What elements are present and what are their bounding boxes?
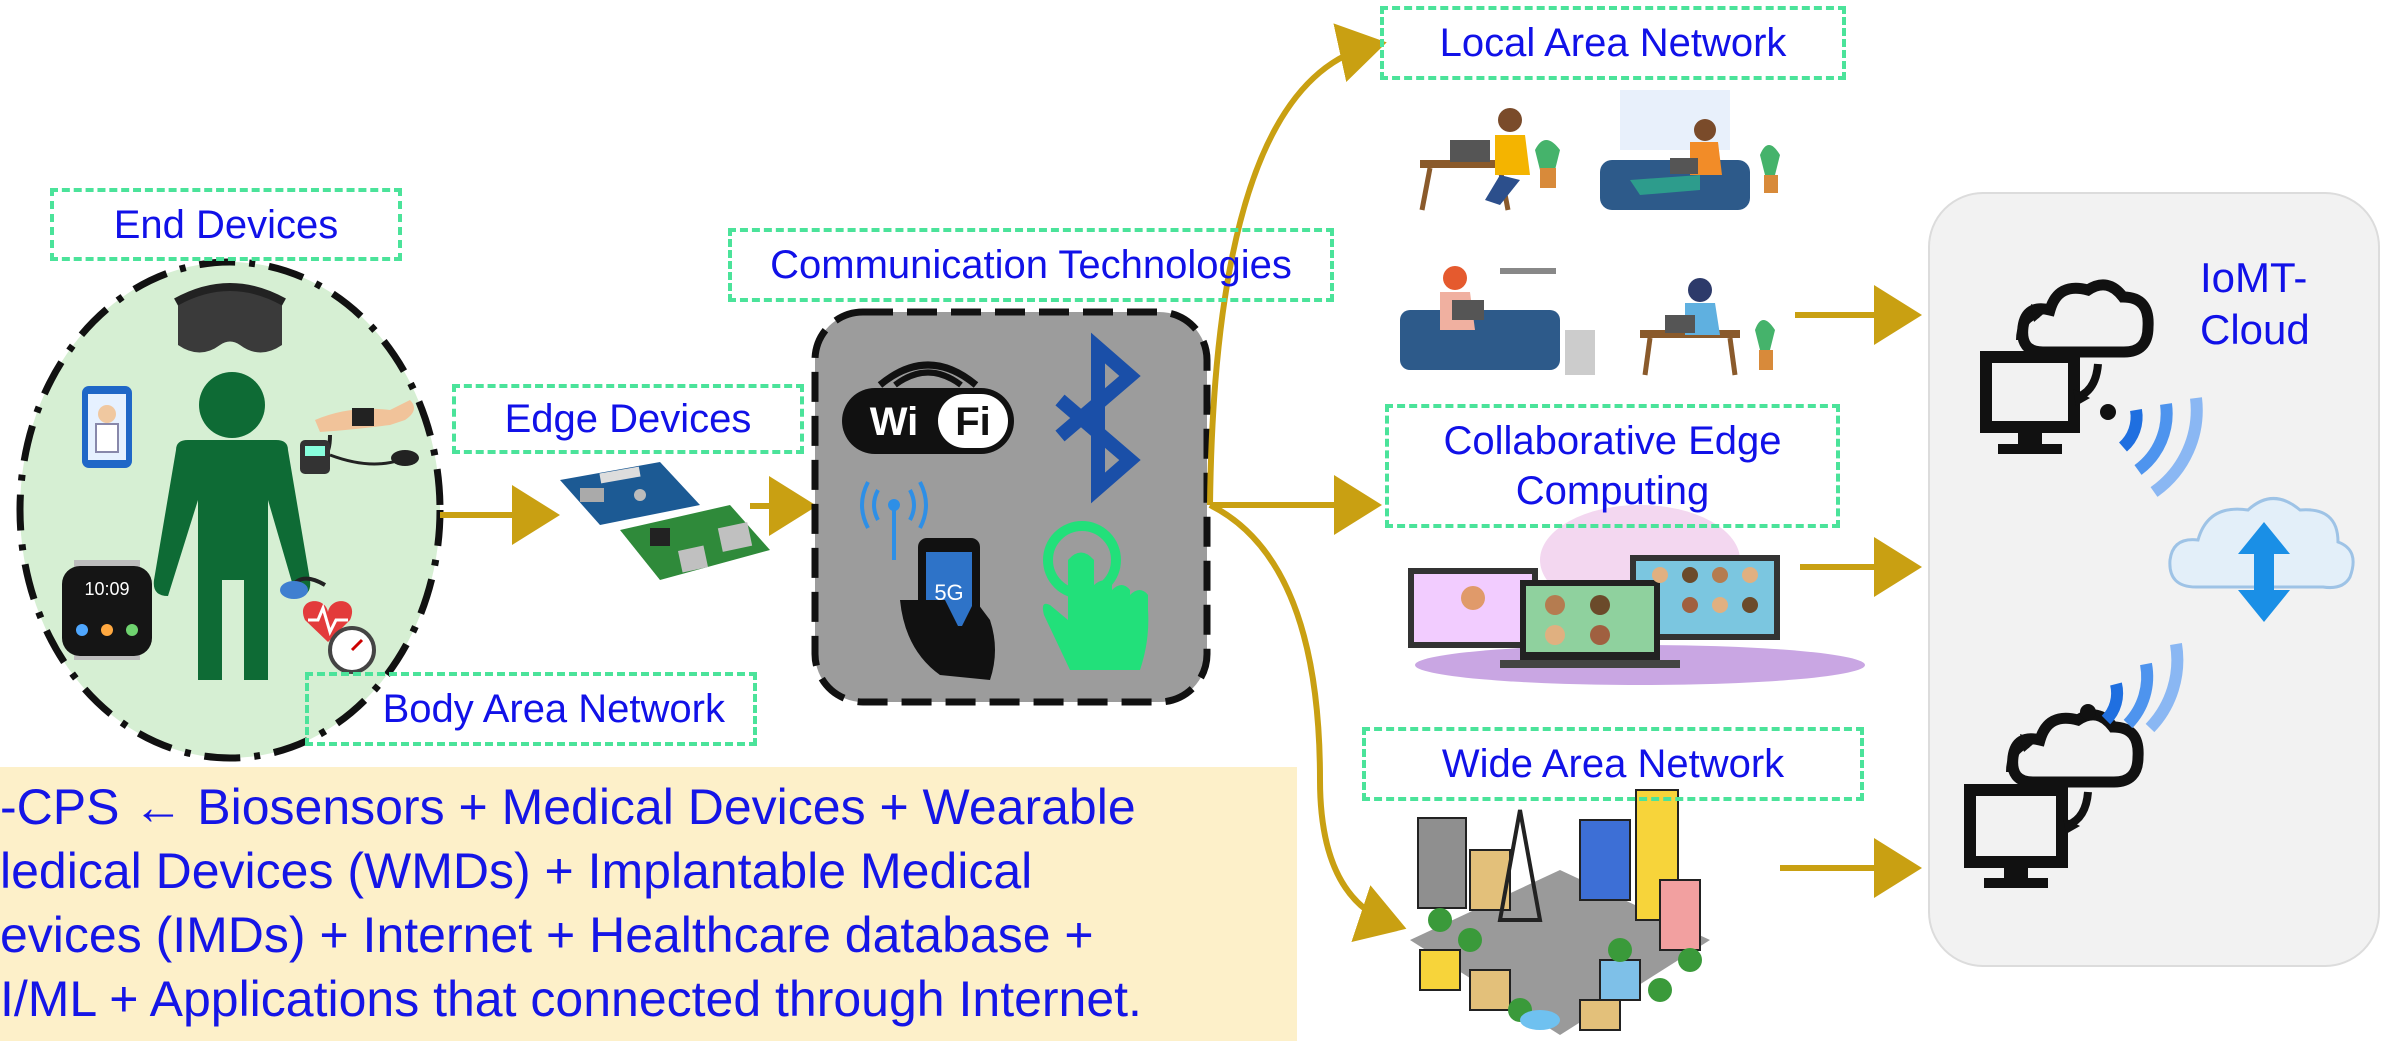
raspberry-pi-icon bbox=[620, 505, 770, 580]
touch-hand-icon bbox=[1042, 521, 1149, 670]
edge-devices-label: Edge Devices bbox=[452, 384, 804, 454]
signal-tower-icon bbox=[860, 481, 928, 560]
arrow-to-wan bbox=[1208, 502, 1407, 943]
wifi-logo-icon: Wi Fi bbox=[842, 361, 1014, 454]
end-devices-label: End Devices bbox=[50, 188, 402, 261]
laptop-user-icon bbox=[1640, 278, 1775, 376]
wifi-right-text: Fi bbox=[955, 400, 991, 444]
5g-phone-icon: 5G bbox=[900, 538, 995, 680]
laptop-user-icon bbox=[1600, 90, 1780, 210]
wireless-signal-icon bbox=[2100, 397, 2203, 497]
wide-area-network-label: Wide Area Network bbox=[1362, 727, 1864, 801]
laptop-user-icon bbox=[1400, 266, 1595, 375]
video-conference-icon bbox=[1408, 505, 1865, 685]
collaborative-edge-computing-label: Collaborative Edge Computing bbox=[1385, 404, 1840, 528]
monitor-cloud-icon bbox=[1980, 279, 2154, 454]
wireless-signal-icon bbox=[2080, 643, 2184, 733]
vr-headset-icon bbox=[174, 283, 286, 353]
laptop-user-icon bbox=[1419, 108, 1560, 211]
smartwatch-icon: 10:09 bbox=[62, 560, 152, 660]
monitor-cloud-icon bbox=[1964, 709, 2144, 888]
wrist-sensor-icon bbox=[300, 400, 419, 474]
arduino-board-icon bbox=[560, 462, 700, 525]
cps-definition-box: -CPS ← Biosensors + Medical Devices + We… bbox=[0, 767, 1297, 1041]
bluetooth-icon bbox=[1055, 332, 1141, 504]
local-area-network-label: Local Area Network bbox=[1380, 6, 1846, 80]
bp-monitor-icon bbox=[280, 576, 376, 674]
body-area-network-label: Body Area Network bbox=[305, 672, 757, 746]
cloud-sync-icon bbox=[2168, 497, 2355, 622]
watch-time: 10:09 bbox=[84, 579, 129, 599]
cps-line-1: -CPS ← Biosensors + Medical Devices + We… bbox=[0, 779, 1136, 835]
iomt-cloud-label: IoMT- Cloud bbox=[2200, 254, 2310, 353]
cps-line-3: evices (IMDs) + Internet + Healthcare da… bbox=[0, 907, 1094, 963]
wifi-left-text: Wi bbox=[870, 400, 919, 444]
person-icon bbox=[153, 372, 311, 680]
phone-doctor-icon bbox=[82, 386, 132, 468]
arrow-to-lan bbox=[1207, 23, 1387, 506]
smart-city-icon bbox=[1410, 789, 1710, 1035]
cloud-panel-icons bbox=[1964, 279, 2355, 888]
cps-line-2: ledical Devices (WMDs) + Implantable Med… bbox=[0, 843, 1033, 899]
cps-line-4: I/ML + Applications that connected throu… bbox=[0, 971, 1142, 1027]
communication-technologies-label: Communication Technologies bbox=[728, 228, 1334, 302]
